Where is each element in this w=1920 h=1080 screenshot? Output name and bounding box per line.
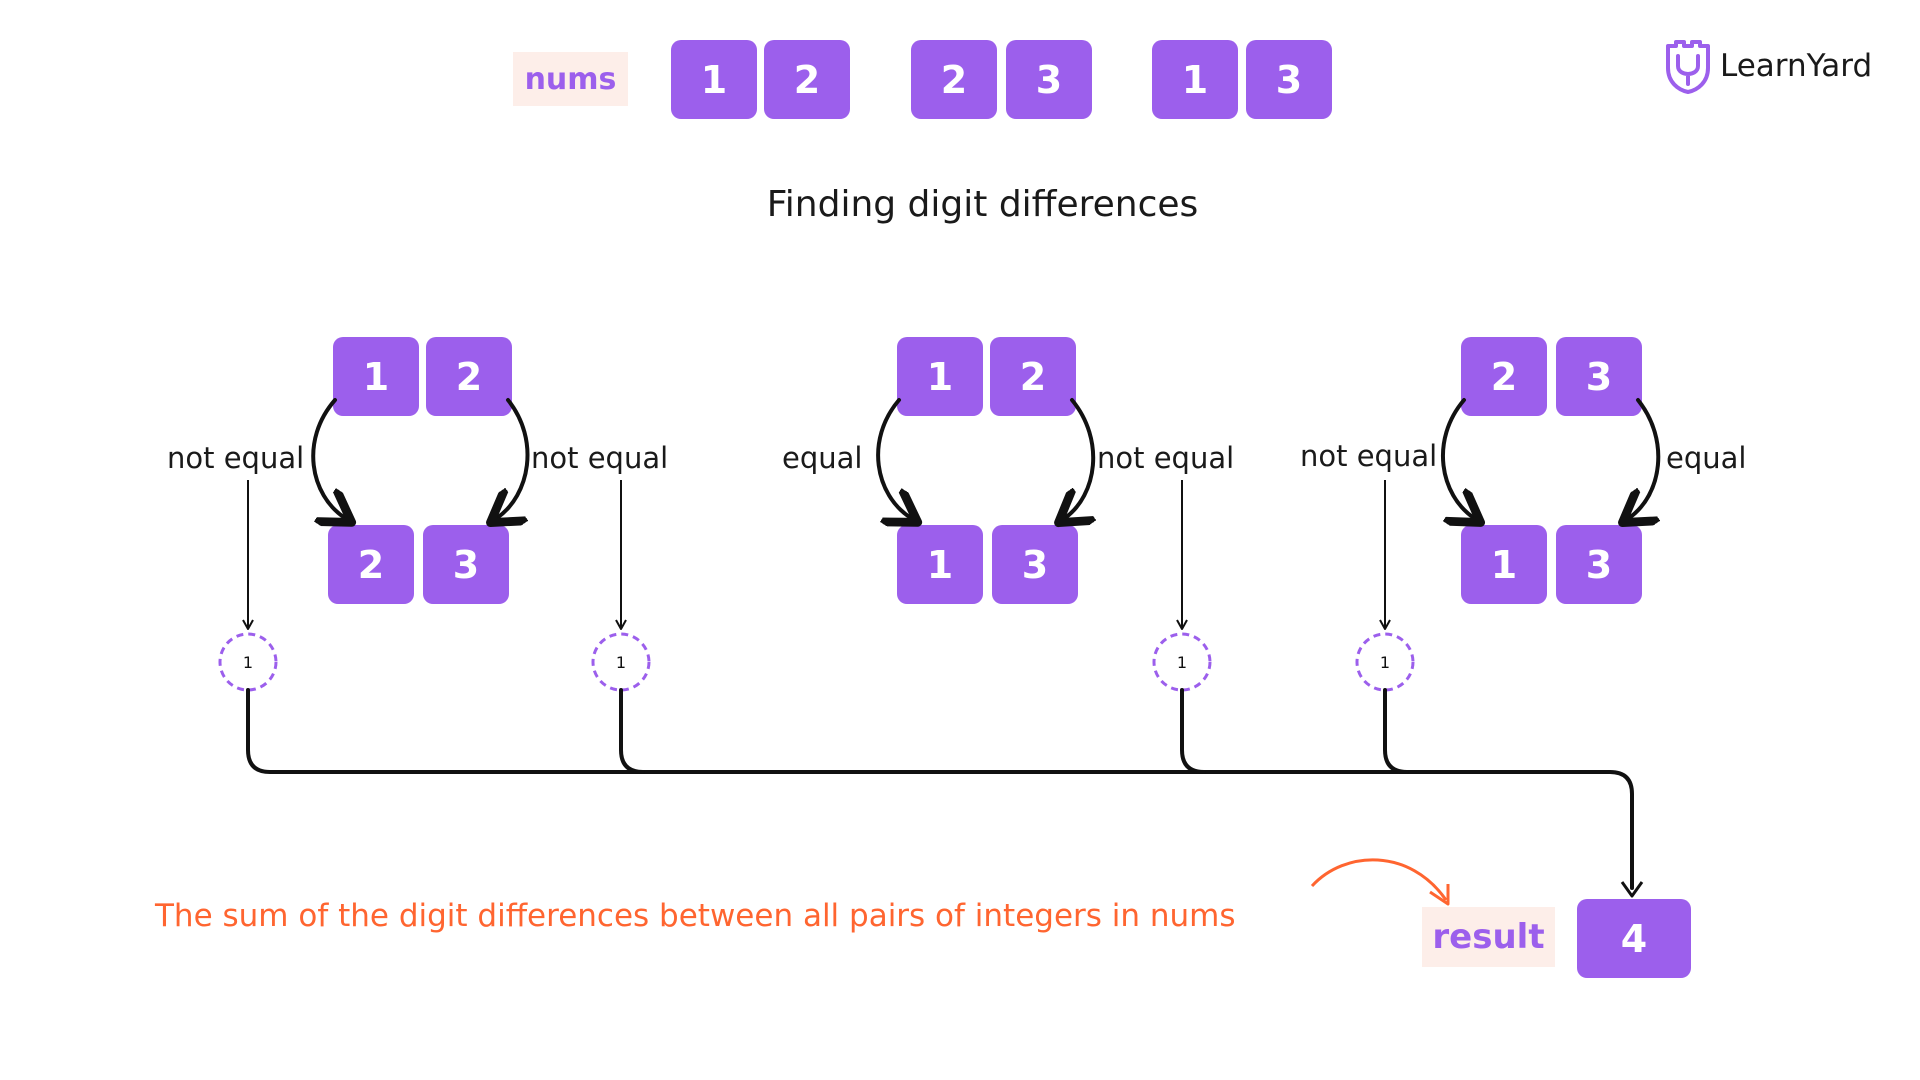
- curved-arrow: [497, 398, 530, 518]
- nums-cell: 1: [671, 40, 757, 119]
- comparison-label: not equal: [167, 441, 305, 475]
- pair-top-cell: 1: [333, 337, 419, 416]
- result-label: result: [1422, 907, 1555, 967]
- logo: LearnYard: [1664, 38, 1872, 94]
- curved-arrow: [1629, 398, 1661, 518]
- bus-line: [246, 688, 1634, 890]
- marker-value: 1: [1380, 653, 1390, 672]
- bus-line: [1383, 688, 1409, 774]
- curved-arrow: [1065, 398, 1093, 518]
- curved-arrow: [876, 398, 911, 518]
- caption-text: The sum of the digit differences between…: [155, 898, 1236, 934]
- pair-top-cell: 2: [426, 337, 512, 416]
- learnyard-shield-icon: [1666, 40, 1710, 94]
- nums-cell: 3: [1006, 40, 1092, 119]
- caption-pointer-head: [1429, 884, 1450, 906]
- marker-value: 1: [616, 653, 626, 672]
- pair-bottom-cell: 2: [328, 525, 414, 604]
- bus-line: [619, 688, 645, 774]
- caption-pointer: [1310, 858, 1448, 901]
- diagram-title: Finding digit differences: [766, 184, 1199, 225]
- nums-cell: 3: [1246, 40, 1332, 119]
- nums-cell: 2: [764, 40, 850, 119]
- curved-arrow: [1441, 398, 1474, 518]
- pair-top-cell: 3: [1556, 337, 1642, 416]
- pair-bottom-cell: 3: [423, 525, 509, 604]
- marker-circle: [1152, 632, 1212, 692]
- pair-bottom-cell: 3: [1556, 525, 1642, 604]
- curved-arrow: [311, 398, 345, 518]
- logo-text: LearnYard: [1720, 48, 1873, 84]
- nums-label: nums: [513, 52, 628, 106]
- pair-bottom-cell: 3: [992, 525, 1078, 604]
- comparison-label: not equal: [1097, 441, 1235, 475]
- pair-top-cell: 2: [1461, 337, 1547, 416]
- pair-bottom-cell: 1: [897, 525, 983, 604]
- comparison-label: not equal: [531, 441, 669, 475]
- marker-circle: [218, 632, 278, 692]
- nums-cell: 2: [911, 40, 997, 119]
- comparison-label: not equal: [1300, 439, 1438, 473]
- pair-top-cell: 1: [897, 337, 983, 416]
- bus-line: [1180, 688, 1206, 774]
- result-arrowhead: [1620, 881, 1644, 898]
- marker-circle: [1355, 632, 1415, 692]
- pair-bottom-cell: 1: [1461, 525, 1547, 604]
- comparison-label: equal: [782, 441, 863, 475]
- pair-top-cell: 2: [990, 337, 1076, 416]
- marker-value: 1: [243, 653, 253, 672]
- marker-circle: [591, 632, 651, 692]
- comparison-label: equal: [1666, 441, 1747, 475]
- marker-value: 1: [1177, 653, 1187, 672]
- nums-cell: 1: [1152, 40, 1238, 119]
- result-value: 4: [1577, 899, 1691, 978]
